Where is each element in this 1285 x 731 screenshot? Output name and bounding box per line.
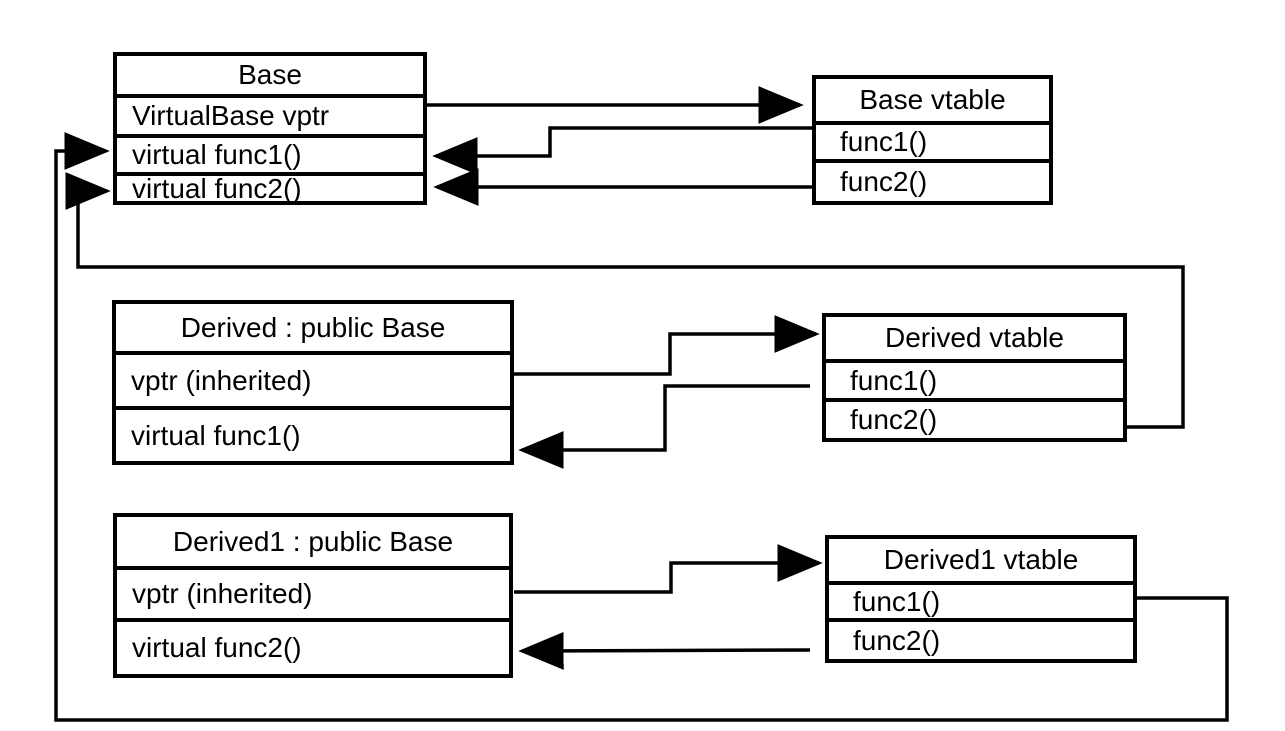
vtable-box-derived: Derived vtable func1() func2()	[822, 313, 1127, 442]
connector-derived1-vtable-func2-to-derived1-func2	[518, 631, 811, 670]
connector-derived1-vtable-func1-to-base-func1	[54, 132, 1229, 722]
row-derived-virtual-func1: virtual func1()	[116, 406, 510, 461]
vtable-box-derived1-title: Derived1 vtable	[883, 544, 1079, 575]
row-derived-vtable-func1: func1()	[826, 359, 1123, 398]
row-derived1-vtable-func2: func2()	[829, 618, 1133, 659]
class-box-derived1-title: Derived1 : public Base	[172, 525, 454, 557]
row-derived1-vptr: vptr (inherited)	[117, 566, 509, 618]
row-virtualbase-vptr: VirtualBase vptr	[117, 94, 423, 134]
vtable-box-base: Base vtable func1() func2()	[812, 75, 1053, 205]
class-box-derived-title: Derived : public Base	[180, 311, 446, 343]
connector-derived1-vptr-to-derived1-vtable	[514, 544, 823, 594]
class-box-derived1: Derived1 : public Base vptr (inherited) …	[113, 513, 513, 678]
row-base-vtable-func2: func2()	[816, 159, 1049, 201]
class-box-base: Base VirtualBase vptr virtual func1() vi…	[113, 52, 427, 205]
connector-derived-vptr-to-derived-vtable	[514, 315, 820, 376]
row-base-virtual-func2: virtual func2()	[117, 172, 423, 202]
connector-derived-vtable-func1-to-derived-func1	[518, 384, 810, 469]
vtable-box-derived1: Derived1 vtable func1() func2()	[825, 535, 1137, 663]
row-derived-vptr: vptr (inherited)	[116, 351, 510, 406]
row-base-vtable-func1: func1()	[816, 121, 1049, 159]
row-derived1-virtual-func2: virtual func2()	[117, 618, 509, 674]
class-box-derived: Derived : public Base vptr (inherited) v…	[112, 300, 514, 465]
row-derived-vtable-func2: func2()	[826, 398, 1123, 438]
connector-derived-vtable-func2-to-base-func2	[65, 172, 1185, 429]
row-base-virtual-func1: virtual func1()	[117, 134, 423, 172]
class-box-base-title: Base	[238, 59, 302, 90]
row-derived1-vtable-func1: func1()	[829, 581, 1133, 618]
vtable-box-derived-title: Derived vtable	[885, 322, 1064, 353]
vtable-box-base-title: Base vtable	[859, 84, 1006, 115]
connector-base-vtable-func1-to-base-func1	[432, 126, 812, 175]
